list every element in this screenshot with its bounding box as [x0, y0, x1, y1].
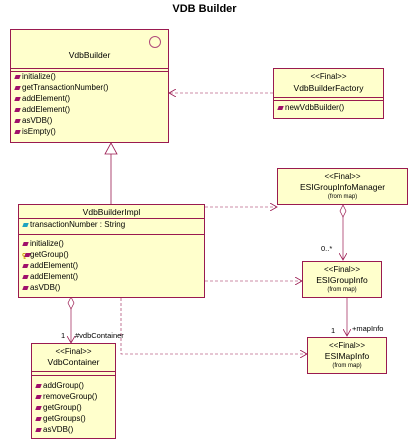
class-name: VdbContainer — [47, 357, 100, 367]
class-name: VdbBuilder — [68, 50, 111, 60]
operation: getTransactionNumber() — [22, 83, 109, 92]
operation: getGroups() — [43, 414, 86, 423]
operation-icon — [22, 242, 29, 246]
class-stereotype: <<Final>> — [310, 72, 347, 81]
operation-icon — [22, 264, 29, 268]
operation-icon — [35, 417, 42, 421]
class-esimapinfo[interactable]: <<Final>> ESIMapInfo (from map) — [307, 337, 387, 374]
operation-icon — [35, 395, 42, 399]
operation: newVdbBuilder() — [285, 103, 345, 112]
section-divider — [32, 375, 115, 376]
class-vdbcontainer[interactable]: <<Final>> VdbContainer addGroup() remove… — [31, 343, 116, 439]
multiplicity-label: 1 — [331, 326, 336, 335]
class-vdbbuilderimpl[interactable]: VdbBuilderImpl transactionNumber : Strin… — [18, 204, 205, 298]
operation: initialize() — [22, 72, 56, 81]
interface-circle-icon — [149, 36, 161, 48]
dependency-impl-to-mapinfo — [120, 298, 307, 354]
operation: addGroup() — [43, 381, 84, 390]
diagram-title: VDB Builder — [172, 3, 237, 15]
operation-icon — [14, 86, 21, 90]
attribute: transactionNumber : String — [30, 220, 126, 229]
section-divider — [274, 97, 383, 98]
section-divider — [19, 234, 204, 235]
class-stereotype: <<Final>> — [55, 347, 92, 356]
class-vdbbuilder[interactable]: VdbBuilder initialize() getTransactionNu… — [10, 29, 169, 143]
package-origin: (from map) — [327, 194, 358, 200]
operation: asVDB() — [43, 425, 74, 434]
operation: initialize() — [30, 239, 64, 248]
operation: getGroup() — [43, 403, 82, 412]
operation-icon — [35, 428, 42, 432]
class-name: ESIMapInfo — [324, 351, 370, 361]
class-stereotype: <<Final>> — [328, 341, 366, 350]
section-divider — [274, 100, 383, 101]
section-divider — [11, 68, 168, 69]
package-origin: (from map) — [332, 363, 362, 369]
operation-icon — [14, 108, 21, 112]
operation-icon — [14, 130, 21, 134]
attribute-icon — [22, 223, 29, 227]
operation: addElement() — [30, 261, 79, 270]
generalization-triangle — [104, 142, 118, 155]
class-name: ESIGroupInfoManager — [299, 182, 386, 192]
operation-icon — [35, 384, 42, 388]
operation-icon — [277, 106, 284, 110]
class-stereotype: <<Final>> — [324, 172, 361, 181]
operation-icon — [22, 275, 29, 279]
role-label: #vdbContainer — [75, 331, 124, 340]
aggregation-diamond-impl — [67, 296, 75, 310]
class-esigroupinfo[interactable]: <<Final>> ESIGroupInfo (from map) — [302, 261, 382, 298]
operation: addElement() — [22, 105, 71, 114]
package-origin: (from map) — [327, 287, 357, 293]
class-vdbbuilderfactory[interactable]: <<Final>> VdbBuilderFactory newVdbBuilde… — [273, 68, 384, 119]
aggregation-diamond-manager — [339, 204, 347, 218]
section-divider — [19, 218, 204, 219]
operation: addElement() — [30, 272, 79, 281]
role-label: +mapInfo — [352, 324, 384, 333]
operation: asVDB() — [22, 116, 53, 125]
class-esigroupinfomanager[interactable]: <<Final>> ESIGroupInfoManager (from map) — [277, 168, 408, 205]
class-stereotype: <<Final>> — [323, 265, 361, 274]
operation-icon — [14, 75, 21, 79]
section-divider — [32, 371, 115, 372]
multiplicity-label: 1 — [61, 331, 66, 340]
class-name: VdbBuilderFactory — [293, 83, 364, 93]
operation: removeGroup() — [43, 392, 98, 401]
operation-icon — [14, 97, 21, 101]
class-name: VdbBuilderImpl — [82, 207, 141, 217]
multiplicity-label: 0..* — [321, 244, 333, 253]
class-name: ESIGroupInfo — [316, 275, 368, 285]
section-divider — [11, 71, 168, 72]
operation-icon — [22, 286, 29, 290]
operation: asVDB() — [30, 283, 61, 292]
operation: isEmpty() — [22, 127, 56, 136]
operation: addElement() — [22, 94, 71, 103]
operation-icon — [35, 406, 42, 410]
operation-icon — [14, 119, 21, 123]
operation: getGroup() — [30, 250, 69, 259]
